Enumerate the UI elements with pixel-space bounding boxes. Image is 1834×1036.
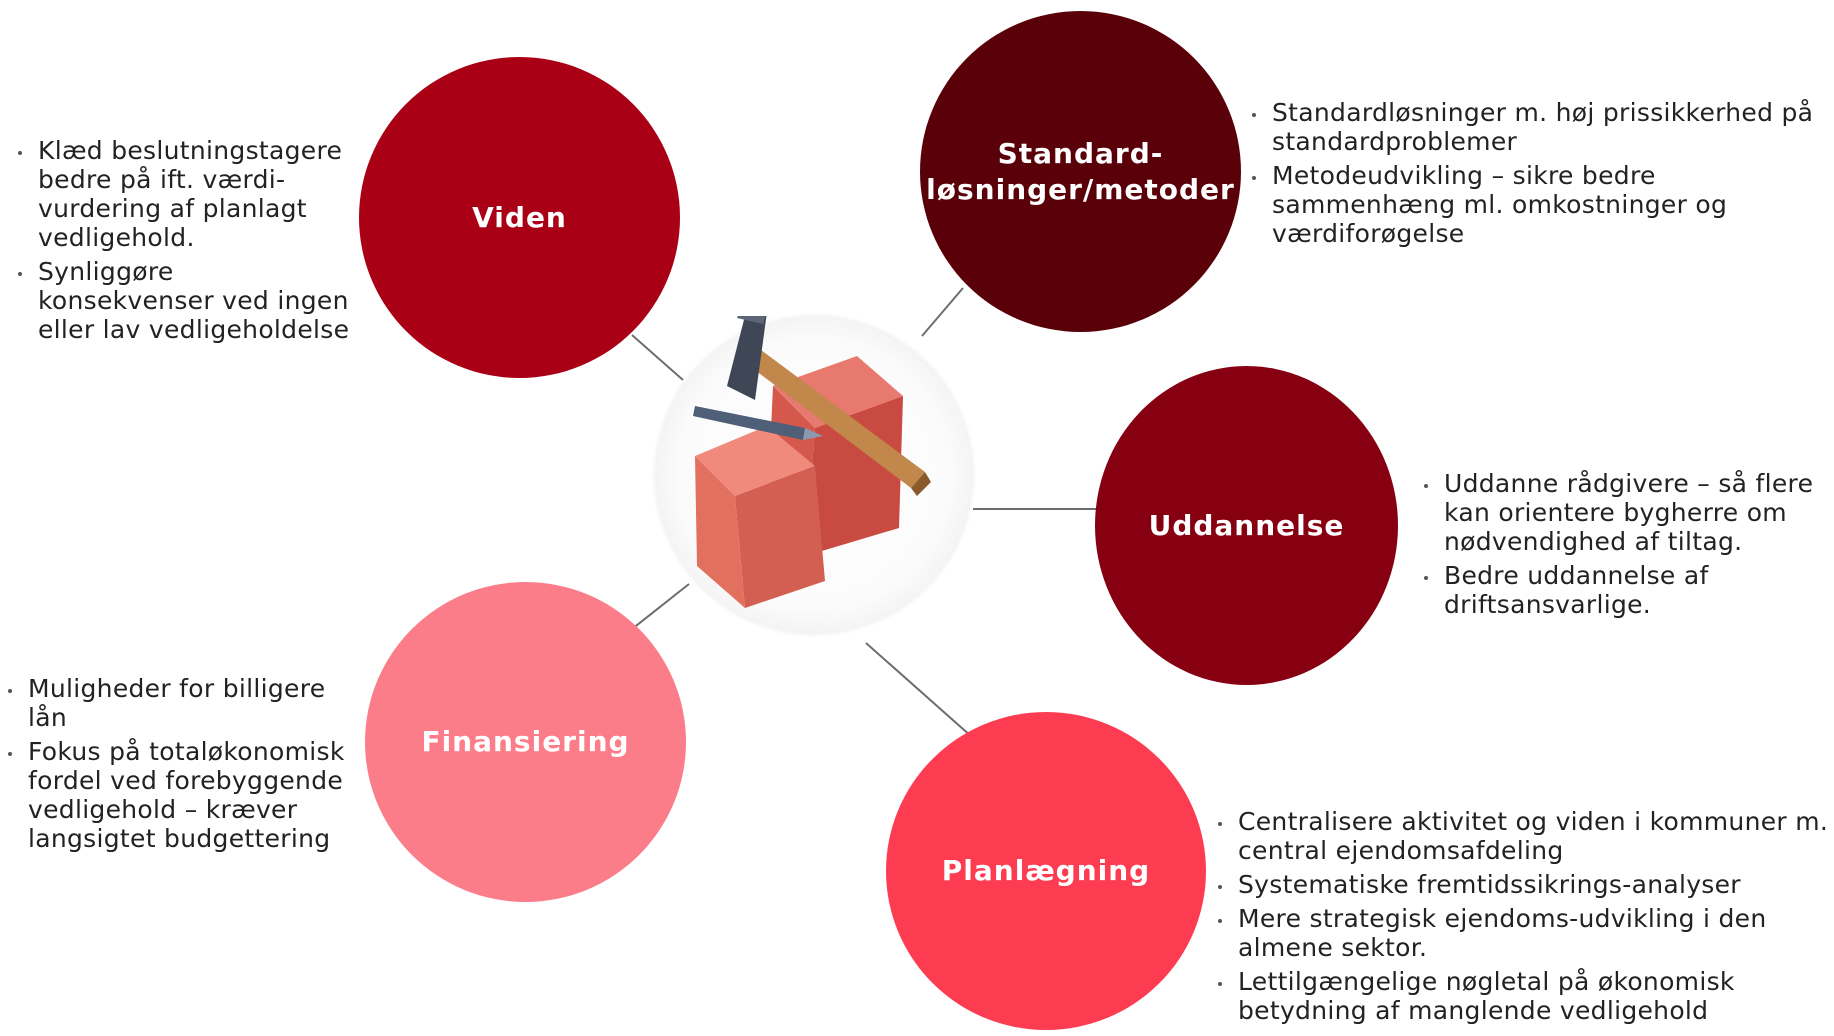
list-item: Systematiske fremtidssikrings-analyser bbox=[1216, 870, 1831, 899]
viden-bullet-list: Klæd beslutningstagere bedre på ift. vær… bbox=[16, 136, 356, 349]
hub-circle bbox=[655, 316, 973, 634]
node-uddannelse-label: Uddannelse bbox=[1148, 508, 1345, 542]
node-finansiering-label: Finansiering bbox=[421, 725, 630, 758]
connector-finansiering bbox=[626, 583, 690, 634]
list-item: Muligheder for billigere lån bbox=[6, 674, 358, 732]
node-finansiering: Finansiering bbox=[365, 582, 686, 902]
list-item: Mere strategisk ejendoms-udvikling i den… bbox=[1216, 904, 1831, 962]
list-item: Fokus på totaløkonomisk fordel ved foreb… bbox=[6, 737, 358, 853]
connector-viden bbox=[631, 334, 684, 381]
list-item: Uddanne rådgivere – så flere kan oriente… bbox=[1422, 469, 1822, 556]
list-item: Metodeudvikling – sikre bedre sammenhæng… bbox=[1250, 161, 1830, 248]
list-item: Lettilgængelige nøgletal på økonomisk be… bbox=[1216, 967, 1831, 1025]
standard-bullet-list: Standardløsninger m. høj prissikkerhed p… bbox=[1250, 98, 1830, 253]
connector-planlaegning bbox=[865, 642, 973, 738]
node-standardloesninger: Standard-løsninger/metoder bbox=[920, 11, 1241, 332]
finansiering-bullet-list: Muligheder for billigere lån Fokus på to… bbox=[6, 674, 358, 858]
node-planlaegning-label: Planlægning bbox=[941, 854, 1151, 887]
connector-standard bbox=[921, 287, 964, 337]
list-item: Centralisere aktivitet og viden i kommun… bbox=[1216, 807, 1831, 865]
node-viden-label: Viden bbox=[472, 200, 567, 234]
list-item: Klæd beslutningstagere bedre på ift. vær… bbox=[16, 136, 356, 252]
planlaegning-bullet-list: Centralisere aktivitet og viden i kommun… bbox=[1216, 807, 1831, 1030]
list-item: Standardløsninger m. høj prissikkerhed p… bbox=[1250, 98, 1830, 156]
node-viden: Viden bbox=[359, 57, 680, 378]
list-item: Synliggøre konsekvenser ved ingen eller … bbox=[16, 257, 356, 344]
uddannelse-bullet-list: Uddanne rådgivere – så flere kan oriente… bbox=[1422, 469, 1822, 624]
list-item: Bedre uddannelse af driftsansvarlige. bbox=[1422, 561, 1822, 619]
node-planlaegning: Planlægning bbox=[886, 712, 1206, 1030]
node-uddannelse: Uddannelse bbox=[1095, 366, 1398, 685]
node-standardloesninger-label: Standard-løsninger/metoder bbox=[926, 136, 1235, 206]
hammer-bricks-icon bbox=[693, 316, 931, 608]
